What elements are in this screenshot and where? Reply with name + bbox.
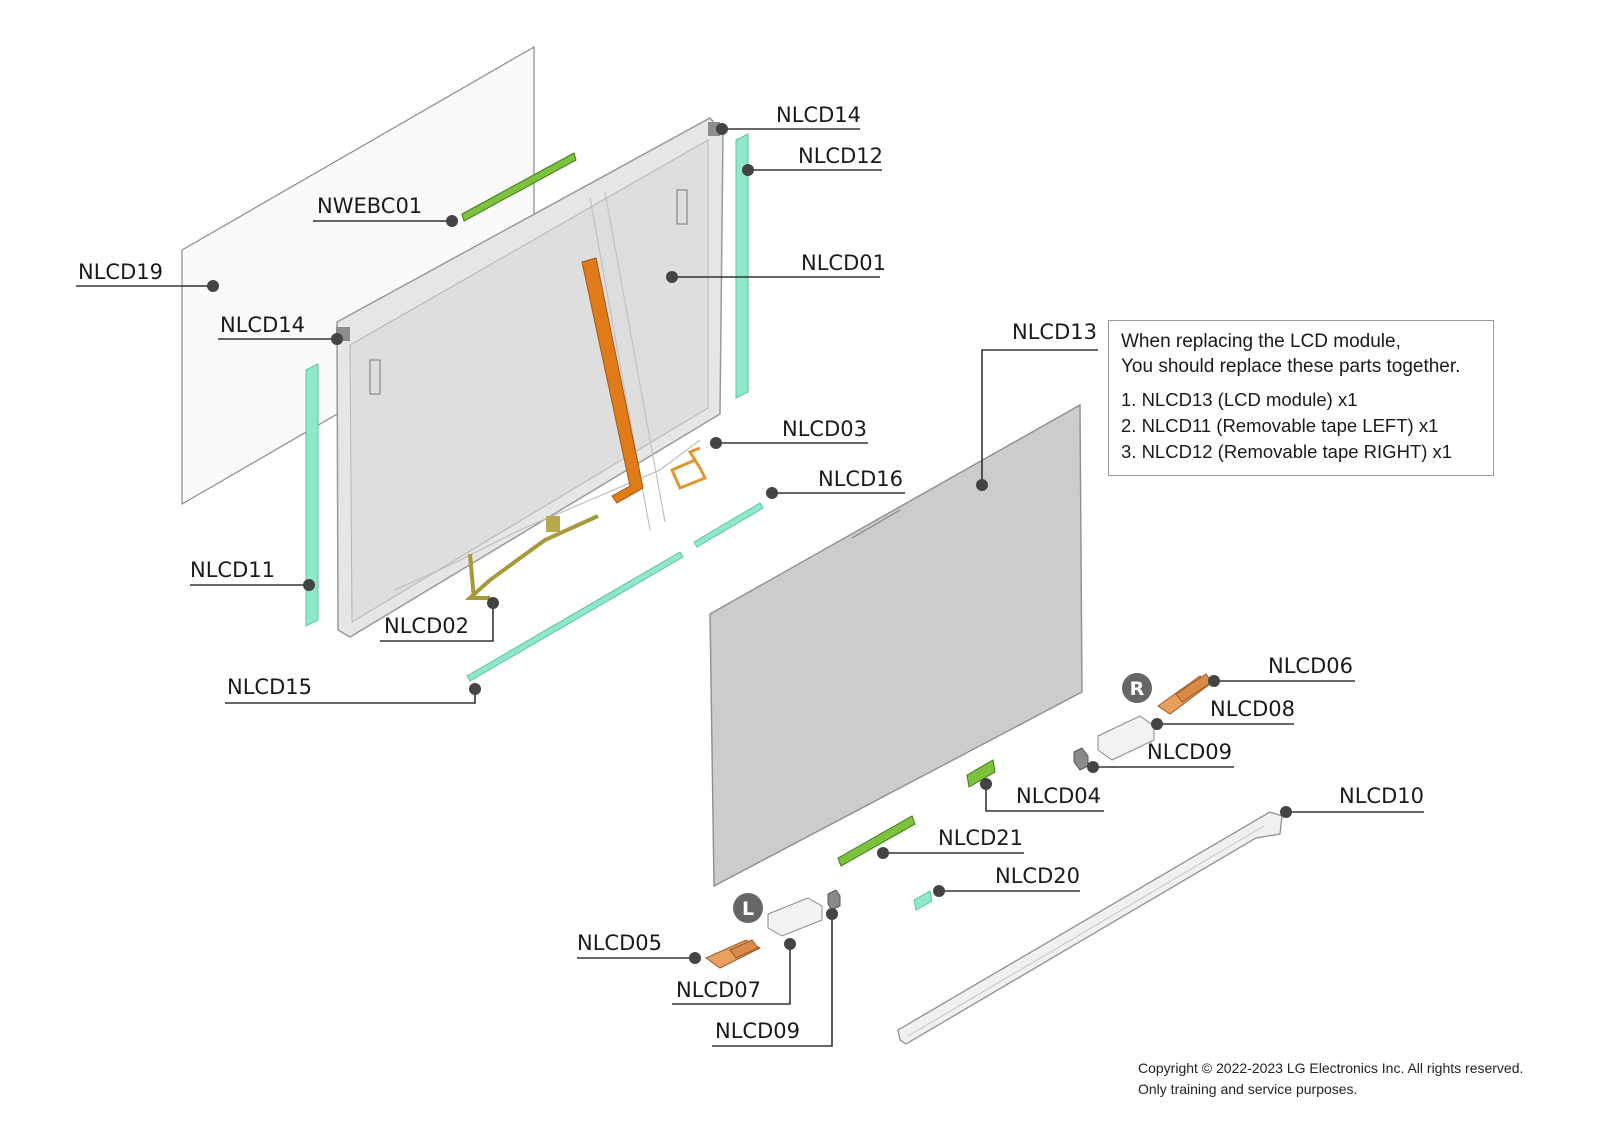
right-hinge-cover-part [1097,715,1155,761]
left-side-badge: L [733,893,763,923]
copyright-notice: Copyright © 2022-2023 LG Electronics Inc… [1138,1058,1523,1100]
callout-nlcd01: NLCD01 [666,251,886,283]
callout-nlcd19: NLCD19 [76,260,219,292]
callout-nlcd02: NLCD02 [380,597,499,642]
callout-nlcd09-right: NLCD09 [1087,740,1234,773]
label-nlcd11: NLCD11 [190,558,275,582]
label-nlcd09-bottom: NLCD09 [715,1019,800,1043]
replacement-note: When replacing the LCD module, You shoul… [1108,320,1494,476]
label-nlcd21: NLCD21 [938,826,1023,850]
callout-nwebc01: NWEBC01 [313,194,458,227]
bottom-bezel-part [897,811,1283,1045]
label-nwebc01: NWEBC01 [317,194,422,218]
pcb-strip-part [837,815,916,867]
left-cap-part [827,889,841,911]
label-nlcd19: NLCD19 [78,260,163,284]
callout-nlcd10: NLCD10 [1280,784,1424,818]
callout-nlcd06: NLCD06 [1208,654,1355,687]
back-cover-part [336,117,724,638]
left-badge-text: L [742,898,754,920]
callout-nlcd03: NLCD03 [710,417,868,449]
lcd-panel-part [709,403,1083,888]
left-hinge-part [705,939,762,969]
top-strip-part [693,502,764,548]
callout-nlcd07: NLCD07 [672,938,796,1005]
lcd-cable-part [670,446,708,490]
label-nlcd04: NLCD04 [1016,784,1101,808]
label-nlcd12: NLCD12 [798,144,883,168]
label-nlcd15: NLCD15 [227,675,312,699]
callout-nlcd21: NLCD21 [877,826,1024,859]
label-nlcd20: NLCD20 [995,864,1080,888]
label-nlcd01: NLCD01 [801,251,886,275]
callout-nlcd09-bottom: NLCD09 [712,908,838,1047]
label-nlcd08: NLCD08 [1210,697,1295,721]
note-item: 3. NLCD12 (Removable tape RIGHT) x1 [1121,441,1453,462]
right-hinge-part [1157,673,1213,715]
copyright-line-2: Only training and service purposes. [1138,1081,1358,1097]
right-cap-part [1073,747,1089,771]
callout-nlcd14-top: NLCD14 [716,103,861,135]
sensor-board-part [966,759,996,788]
right-tape-part [735,133,749,399]
callout-nlcd16: NLCD16 [766,467,905,499]
note-item: 2. NLCD11 (Removable tape LEFT) x1 [1121,415,1439,436]
label-nlcd02: NLCD02 [384,614,469,638]
left-hinge-cover-part [767,897,823,937]
small-pad-part [913,890,933,911]
callout-nlcd15: NLCD15 [225,675,481,704]
note-list: 1. NLCD13 (LCD module) x1 2. NLCD11 (Rem… [1121,387,1481,465]
right-side-badge: R [1122,673,1152,703]
label-nlcd14-left: NLCD14 [220,313,305,337]
note-item: 1. NLCD13 (LCD module) x1 [1121,389,1358,410]
label-nlcd05: NLCD05 [577,931,662,955]
copyright-line-1: Copyright © 2022-2023 LG Electronics Inc… [1138,1060,1524,1076]
edp-cable-part [464,514,599,601]
left-tape-part [305,363,319,627]
callout-nlcd13: NLCD13 [976,320,1098,491]
label-nlcd13: NLCD13 [1012,320,1097,344]
callout-nlcd05: NLCD05 [577,931,701,964]
right-badge-text: R [1130,678,1145,700]
note-line-2: You should replace these parts together. [1121,356,1461,377]
bottom-strip-part [466,551,684,682]
label-nlcd14-top: NLCD14 [776,103,861,127]
orange-cable-part [581,257,644,504]
callout-nlcd04: NLCD04 [980,778,1104,812]
label-nlcd03: NLCD03 [782,417,867,441]
label-nlcd16: NLCD16 [818,467,903,491]
callout-nlcd20: NLCD20 [933,864,1080,897]
callout-nlcd08: NLCD08 [1151,697,1295,730]
callout-nlcd11: NLCD11 [190,558,315,591]
label-nlcd10: NLCD10 [1339,784,1424,808]
label-nlcd09-right: NLCD09 [1147,740,1232,764]
note-line-1: When replacing the LCD module, [1121,331,1401,352]
callout-nlcd12: NLCD12 [742,144,883,176]
label-nlcd06: NLCD06 [1268,654,1353,678]
callout-nlcd14-left: NLCD14 [218,313,343,345]
webcam-board-part [461,152,577,222]
label-nlcd07: NLCD07 [676,978,761,1002]
